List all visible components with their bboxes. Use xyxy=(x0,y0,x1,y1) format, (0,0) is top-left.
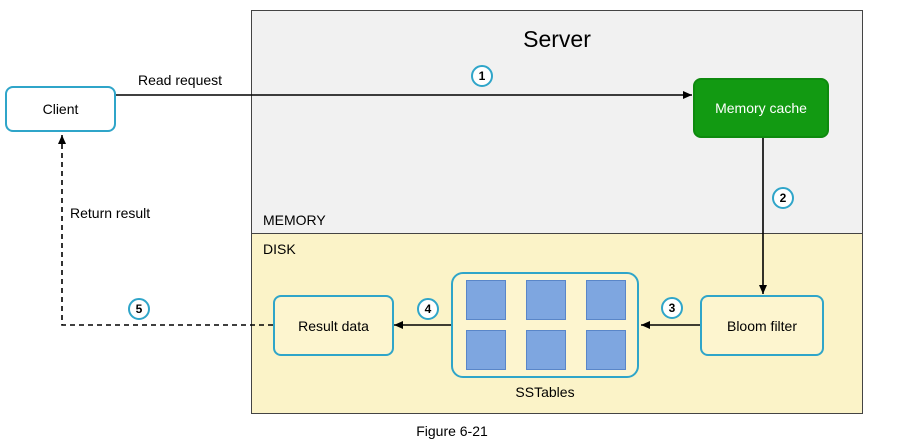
bloom-filter-label: Bloom filter xyxy=(726,317,798,334)
sstable-block xyxy=(586,330,626,370)
figure-caption: Figure 6-21 xyxy=(416,423,488,439)
sstables-node xyxy=(451,272,639,378)
disk-label: DISK xyxy=(263,241,296,257)
result-data-label: Result data xyxy=(298,317,369,334)
return-result-label: Return result xyxy=(70,205,151,221)
client-label: Client xyxy=(42,101,79,117)
return-result-edge xyxy=(58,135,273,326)
memory-label: MEMORY xyxy=(263,212,326,228)
step-badge-5: 5 xyxy=(128,298,150,320)
step-badge-2: 2 xyxy=(772,187,794,209)
memory-cache-node: Memory cache xyxy=(693,78,829,138)
step-badge-4: 4 xyxy=(417,298,439,320)
sstable-block xyxy=(466,330,506,370)
sstables-label: SSTables xyxy=(515,384,575,400)
sstable-block xyxy=(526,330,566,370)
server-title: Server xyxy=(523,26,591,52)
sstable-block xyxy=(586,280,626,320)
sstable-block xyxy=(466,280,506,320)
step-badge-3: 3 xyxy=(661,297,683,319)
memory-cache-label: Memory cache xyxy=(715,100,807,116)
result-data-node: Result data xyxy=(273,295,394,356)
step-badge-1: 1 xyxy=(471,65,493,87)
read-request-label: Read request xyxy=(138,72,223,88)
bloom-filter-node: Bloom filter xyxy=(700,295,824,356)
sstable-block xyxy=(526,280,566,320)
client-node: Client xyxy=(5,86,116,132)
